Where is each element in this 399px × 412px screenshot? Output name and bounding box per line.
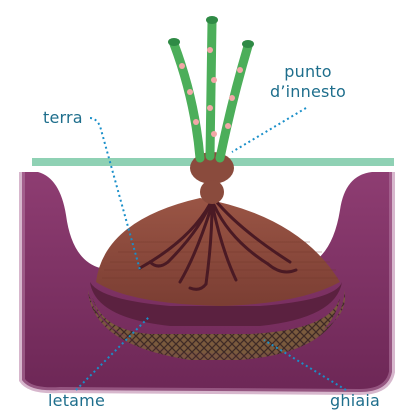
leader-graft — [232, 108, 306, 152]
manure-label: letame — [48, 391, 105, 411]
graft-point-label: punto d’innesto — [263, 62, 353, 102]
graft-point-label-line1: punto — [263, 62, 353, 82]
gravel-label: ghiaia — [330, 391, 380, 411]
soil-label: terra — [43, 108, 83, 128]
rose-stems — [174, 22, 248, 158]
graft-point-label-line2: d’innesto — [263, 82, 353, 102]
root-neck — [200, 180, 224, 204]
